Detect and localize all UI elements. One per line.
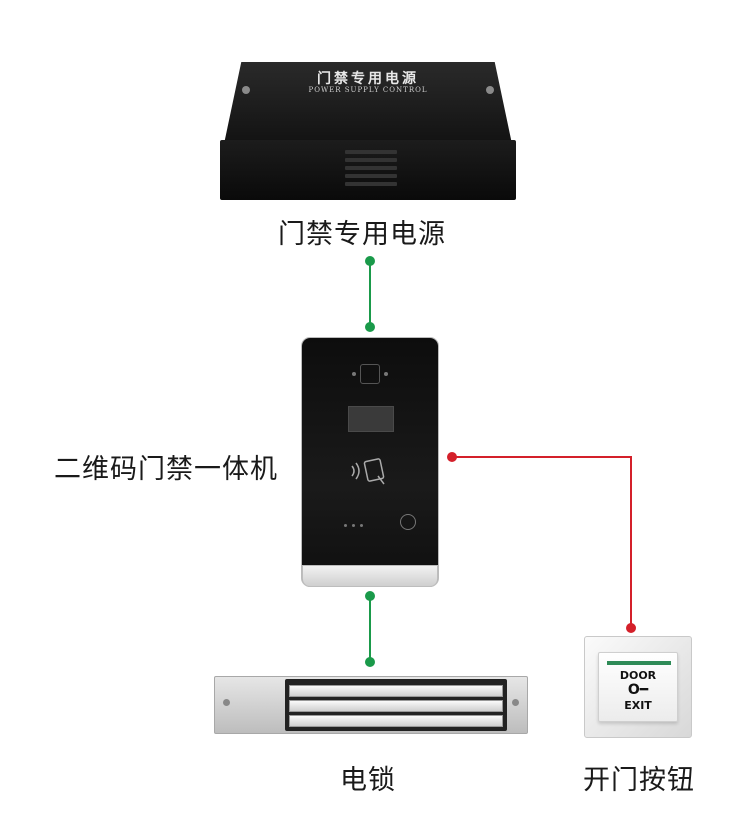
indicator-dot bbox=[384, 372, 388, 376]
lock-rail bbox=[289, 700, 503, 712]
lock-rail bbox=[289, 685, 503, 697]
psu-wire-top-dot bbox=[365, 256, 375, 266]
screw-icon bbox=[512, 699, 519, 706]
exit-button-label: 开门按钮 bbox=[583, 758, 695, 797]
vent-slot bbox=[345, 158, 397, 162]
screw-icon bbox=[486, 86, 494, 94]
button-wire-end-dot bbox=[626, 623, 636, 633]
screw-icon bbox=[223, 699, 230, 706]
access-unit-label: 二维码门禁一体机 bbox=[54, 447, 278, 486]
power-supply-front bbox=[220, 140, 516, 200]
indicator-dot bbox=[352, 372, 356, 376]
screw-icon bbox=[242, 86, 250, 94]
power-supply-box: 门禁专用电源 POWER SUPPLY CONTROL bbox=[218, 62, 518, 202]
vent-slot bbox=[345, 182, 397, 186]
indicator-dot bbox=[352, 524, 355, 527]
device-to-button-wire bbox=[452, 457, 631, 628]
vent-slot bbox=[345, 150, 397, 154]
nfc-card-icon bbox=[348, 454, 392, 488]
lock-wire-bottom-dot bbox=[365, 657, 375, 667]
exit-button-plate: DOOR O━ EXIT bbox=[584, 636, 692, 738]
exit-indicator-strip bbox=[607, 661, 671, 665]
power-supply-label: 门禁专用电源 bbox=[278, 212, 446, 251]
exit-door-text: DOOR bbox=[599, 669, 677, 682]
lock-armature bbox=[285, 679, 507, 731]
key-icon: O━ bbox=[599, 682, 677, 698]
vent-slot bbox=[345, 166, 397, 170]
magnetic-lock bbox=[214, 676, 528, 734]
power-supply-top: 门禁专用电源 POWER SUPPLY CONTROL bbox=[224, 62, 512, 144]
access-control-base bbox=[302, 565, 438, 587]
qr-scan-window bbox=[348, 406, 394, 432]
psu-wire-bottom-dot bbox=[365, 322, 375, 332]
camera-icon bbox=[360, 364, 380, 384]
exit-button: DOOR O━ EXIT bbox=[598, 652, 678, 722]
power-supply-title: 门禁专用电源 bbox=[224, 68, 512, 88]
power-supply-subtitle: POWER SUPPLY CONTROL bbox=[224, 86, 512, 94]
indicator-dot bbox=[344, 524, 347, 527]
vent-slot bbox=[345, 174, 397, 178]
lock-rail bbox=[289, 715, 503, 727]
electric-lock-label: 电锁 bbox=[340, 758, 396, 797]
access-control-unit bbox=[302, 338, 438, 586]
lock-wire-top-dot bbox=[365, 591, 375, 601]
button-wire-start-dot bbox=[447, 452, 457, 462]
indicator-dot bbox=[360, 524, 363, 527]
doorbell-icon bbox=[400, 514, 416, 530]
exit-exit-text: EXIT bbox=[599, 699, 677, 712]
